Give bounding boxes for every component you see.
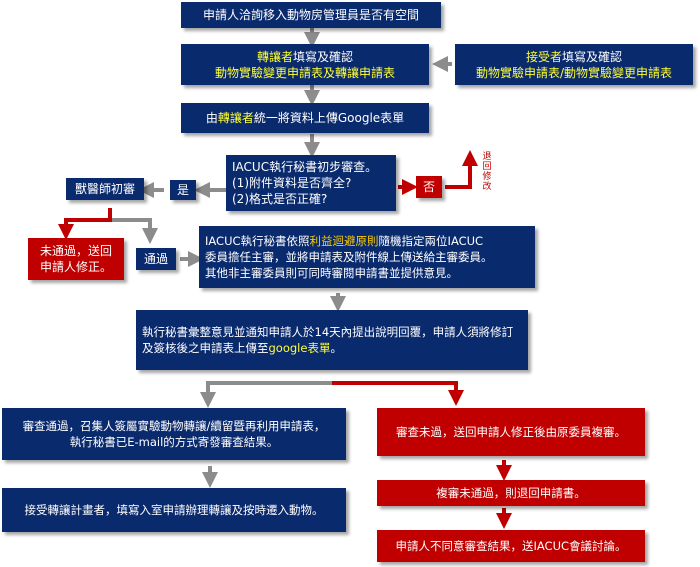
initial-review-line3: (2)格式是否正確? — [232, 192, 328, 206]
step-receiver-forms: 接受者填寫及確認 動物實驗申請表/動物實驗變更申請表 — [455, 44, 693, 85]
transferor-action: 填寫及確認 — [293, 49, 354, 64]
review-approved: 審查通過，召集人簽屬實驗動物轉讓/續留暨再利用申請表， 執行秘書已E-mail的… — [2, 408, 346, 460]
vet-fail-line2: 申請人修正。 — [39, 260, 112, 274]
upload-pre: 由 — [205, 111, 218, 125]
initial-review-line1: IACUC執行秘書初步審查。 — [232, 160, 378, 174]
collect-line1: 執行秘書彙整意見並通知申請人於14天內提出說明回覆，申請人須將修訂 — [142, 325, 514, 339]
rejected-text: 審查未過，送回申請人修正後由原委員複審。 — [396, 425, 626, 439]
arrow-vet-pass — [108, 208, 158, 244]
appeal-to-iacuc: 申請人不同意審查結果，送IACUC會議討論。 — [377, 530, 645, 562]
assign-highlight: 利益迴避原則 — [309, 234, 379, 248]
vet-review-text: 獸醫師初審 — [74, 182, 135, 196]
transfer-text: 接受轉讓計畫者，填寫入室申請辦理轉讓及按時遷入動物。 — [24, 503, 324, 517]
step-transferor-forms: 轉讓者填寫及確認 動物實驗變更申請表及轉讓申請表 — [181, 44, 429, 85]
rereview-rejected: 複審未通過，則退回申請書。 — [377, 480, 645, 506]
step-ask-space-text: 申請人洽詢移入動物房管理員是否有空間 — [202, 8, 419, 22]
vet-review: 獸醫師初審 — [66, 178, 144, 200]
initial-review-line2: (1)附件資料是否齊全? — [232, 176, 352, 190]
approved-line2: 執行秘書已E-mail的方式寄發審查結果。 — [69, 435, 279, 449]
step-ask-space: 申請人洽詢移入動物房管理員是否有空間 — [181, 2, 441, 28]
assign-line2: 委員擔任主審，並將申請表及附件線上傳送給主審委員。 — [205, 250, 493, 264]
return-for-revision-label: 退回修改 — [482, 152, 492, 192]
collect-opinions: 執行秘書彙整意見並通知申請人於14天內提出說明回覆，申請人須將修訂 及簽核後之申… — [136, 310, 528, 370]
assign-p1: IACUC執行秘書依照 — [205, 234, 310, 248]
receiver-forms: 動物實驗申請表/動物實驗變更申請表 — [475, 65, 673, 80]
receiver-action: 填寫及確認 — [562, 49, 623, 64]
step-upload-google: 由轉讓者統一將資料上傳Google表單 — [181, 103, 429, 133]
rereview-rejected-text: 複審未通過，則退回申請書。 — [436, 486, 586, 500]
upload-line: 由轉讓者統一將資料上傳Google表單 — [206, 110, 404, 126]
vet-fail-line1: 未通過，送回 — [39, 244, 112, 258]
receiver-role: 接受者 — [525, 49, 562, 64]
assign-reviewers: IACUC執行秘書依照利益迴避原則隨機指定兩位IACUC 委員擔任主審，並將申請… — [199, 226, 535, 288]
collect-line2-highlight: google表單 — [268, 341, 331, 355]
no-label: 否 — [416, 176, 442, 198]
collect-line2-pre: 及簽核後之申請表上傳至 — [142, 341, 269, 355]
transferor-forms: 動物實驗變更申請表及轉讓申請表 — [214, 65, 395, 80]
transferor-line1: 轉讓者填寫及確認 — [257, 49, 353, 65]
assign-line1: IACUC執行秘書依照利益迴避原則隨機指定兩位IACUC — [205, 233, 483, 249]
collect-line2: 及簽核後之申請表上傳至google表單。 — [142, 340, 342, 356]
pass-label: 通過 — [136, 248, 176, 270]
arrow-vet-fail — [58, 208, 112, 240]
appeal-text: 申請人不同意審查結果，送IACUC會議討論。 — [395, 539, 627, 553]
arrow-no-return — [445, 150, 478, 189]
step-initial-review: IACUC執行秘書初步審查。 (1)附件資料是否齊全? (2)格式是否正確? — [226, 155, 396, 211]
yes-text: 是 — [176, 183, 189, 197]
assign-p2: 隨機指定兩位IACUC — [378, 234, 484, 248]
arrow-collect-rejected — [332, 381, 464, 406]
receiver-line1: 接受者填寫及確認 — [526, 49, 622, 65]
assign-line3: 其他非主審委員則可同時審閱申請書並提供意見。 — [205, 266, 458, 280]
review-rejected: 審查未過，送回申請人修正後由原委員複審。 — [377, 408, 645, 456]
pass-text: 通過 — [143, 252, 168, 266]
no-text: 否 — [422, 180, 435, 194]
transferor-role: 轉讓者 — [256, 49, 293, 64]
upload-post: 統一將資料上傳Google表單 — [253, 111, 405, 125]
approved-line1: 審查通過，召集人簽屬實驗動物轉讓/續留暨再利用申請表， — [22, 419, 326, 433]
collect-line2-post: 。 — [330, 341, 342, 355]
transfer-animals: 接受轉讓計畫者，填寫入室申請辦理轉讓及按時遷入動物。 — [2, 488, 346, 532]
vet-fail: 未通過，送回 申請人修正。 — [28, 238, 124, 280]
yes-label: 是 — [170, 180, 196, 200]
upload-role: 轉讓者 — [217, 111, 254, 125]
arrow-collect-approved — [200, 381, 332, 408]
